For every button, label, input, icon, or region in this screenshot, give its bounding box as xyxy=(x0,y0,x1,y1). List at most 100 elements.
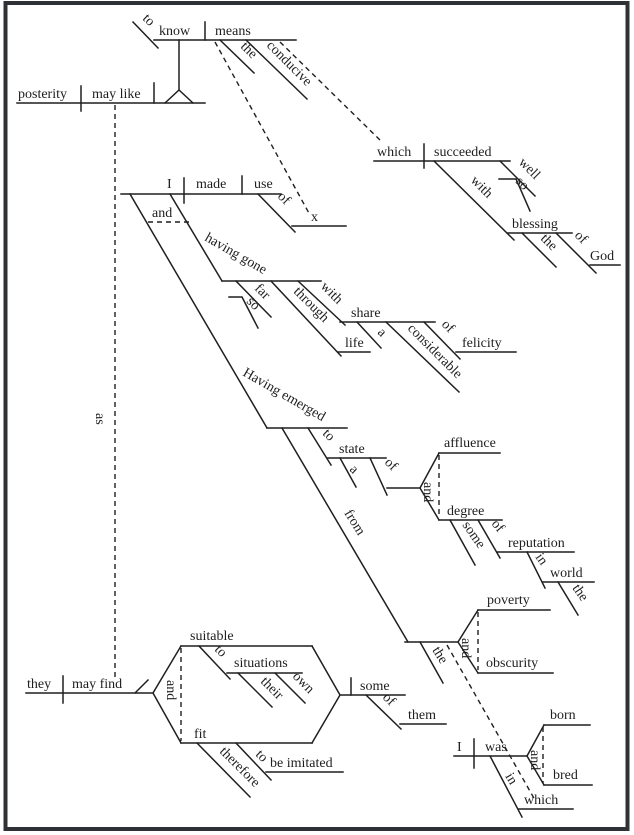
word-to: to xyxy=(139,11,157,29)
word-and: and xyxy=(458,638,473,658)
preposition-line-to xyxy=(197,644,232,681)
dashed-connector-which xyxy=(279,41,381,141)
stilt-foot xyxy=(163,88,195,105)
preposition-line-of xyxy=(369,457,388,496)
word-blessing: blessing xyxy=(512,217,558,232)
modifier-line-far xyxy=(234,279,273,319)
phrase-having-emerged: Having emerged to state a of affluence a… xyxy=(240,365,595,801)
preposition-line-through xyxy=(269,279,343,358)
word-affluence: affluence xyxy=(444,436,496,451)
clause-i-was-born-bred: I was born and bred in which xyxy=(453,708,593,819)
preposition-line-of xyxy=(422,320,462,361)
word-suitable: suitable xyxy=(190,629,234,644)
word-of: of xyxy=(571,228,590,247)
complement-slant xyxy=(133,678,150,695)
word-which: which xyxy=(524,793,558,808)
word-of: of xyxy=(274,189,293,208)
modifier-line-so xyxy=(498,178,531,212)
word-may-like: may like xyxy=(92,87,141,102)
modifier-line-considerable xyxy=(384,320,461,394)
preposition-line-from xyxy=(280,426,410,644)
page-border xyxy=(3,1,630,831)
word-may-find: may find xyxy=(72,677,122,692)
word-the: the xyxy=(569,582,591,605)
word-god: God xyxy=(590,249,614,264)
preposition-line-in xyxy=(488,754,524,819)
word-and: and xyxy=(152,206,172,221)
modifier-line-so xyxy=(228,296,260,330)
fork xyxy=(526,723,546,787)
word-to: to xyxy=(211,642,229,660)
modifier-line-the xyxy=(556,580,580,617)
word-and: and xyxy=(527,750,542,770)
modifier-line-own xyxy=(273,671,307,705)
word-which: which xyxy=(377,145,411,160)
word-world: world xyxy=(550,566,583,581)
word-their: their xyxy=(257,674,286,703)
word-and: and xyxy=(420,482,435,502)
preposition-line-with xyxy=(432,159,516,242)
preposition-line-with xyxy=(296,279,347,327)
word-a: a xyxy=(374,325,390,341)
word-of: of xyxy=(438,317,457,336)
word-them: them xyxy=(408,708,436,723)
clause-which-succeeded: which succeeded well so with blessing th… xyxy=(373,143,621,275)
word-to: to xyxy=(319,426,337,444)
word-state: state xyxy=(339,442,365,457)
modifier-line-to xyxy=(131,20,160,50)
fork-left xyxy=(152,644,183,745)
branch-having-emerged xyxy=(128,192,269,430)
fork xyxy=(419,451,441,522)
modifier-line-some xyxy=(448,518,477,567)
word-bred: bred xyxy=(553,768,578,783)
word-situations: situations xyxy=(234,656,288,671)
word-as: as xyxy=(92,413,107,425)
word-degree: degree xyxy=(447,504,484,519)
word-x: x xyxy=(311,210,318,225)
preposition-line-to xyxy=(306,426,333,467)
clause-they-may-find: they may find and suitable to situations… xyxy=(25,629,447,799)
word-some: some xyxy=(459,519,488,552)
word-in: in xyxy=(502,771,520,788)
word-use: use xyxy=(254,177,273,192)
word-felicity: felicity xyxy=(462,336,502,351)
modifier-line-a xyxy=(338,456,358,489)
dashed-connector-which xyxy=(446,644,536,801)
modifier-line-well xyxy=(498,159,537,198)
word-a: a xyxy=(346,462,362,478)
word-posterity: posterity xyxy=(18,87,67,102)
word-succeeded: succeeded xyxy=(434,145,492,160)
word-having-gone: having gone xyxy=(202,230,269,277)
word-therefore: therefore xyxy=(216,744,262,790)
word-poverty: poverty xyxy=(487,593,530,608)
word-share: share xyxy=(351,306,381,321)
preposition-line-of xyxy=(364,693,403,731)
word-reputation: reputation xyxy=(508,536,565,551)
word-made: made xyxy=(196,177,226,192)
modifier-line-the xyxy=(218,38,256,75)
word-means: means xyxy=(215,24,251,39)
word-i: I xyxy=(167,177,172,192)
word-life: life xyxy=(345,336,364,351)
word-born: born xyxy=(550,708,576,723)
fork-right xyxy=(310,644,341,745)
word-be-imitated: be imitated xyxy=(270,756,333,771)
modifier-line-therefore xyxy=(195,741,252,799)
word-know: know xyxy=(159,24,191,39)
preposition-line-of xyxy=(554,231,598,275)
word-and: and xyxy=(163,680,178,700)
word-obscurity: obscurity xyxy=(486,656,538,671)
modifier-line-a xyxy=(355,320,383,350)
word-was: was xyxy=(485,740,507,755)
infinitive-line-to xyxy=(234,741,273,782)
modifier-line-their xyxy=(236,671,274,709)
modifier-line-the xyxy=(520,231,558,269)
word-i: I xyxy=(457,740,462,755)
clause-i-made-use: I made use of x and xyxy=(120,175,347,430)
word-having-emerged: Having emerged xyxy=(240,365,328,424)
word-fit: fit xyxy=(194,727,207,742)
clause-posterity-may-like: posterity may like as xyxy=(16,82,206,680)
word-they: they xyxy=(27,677,51,692)
branch-having-gone xyxy=(168,192,224,283)
